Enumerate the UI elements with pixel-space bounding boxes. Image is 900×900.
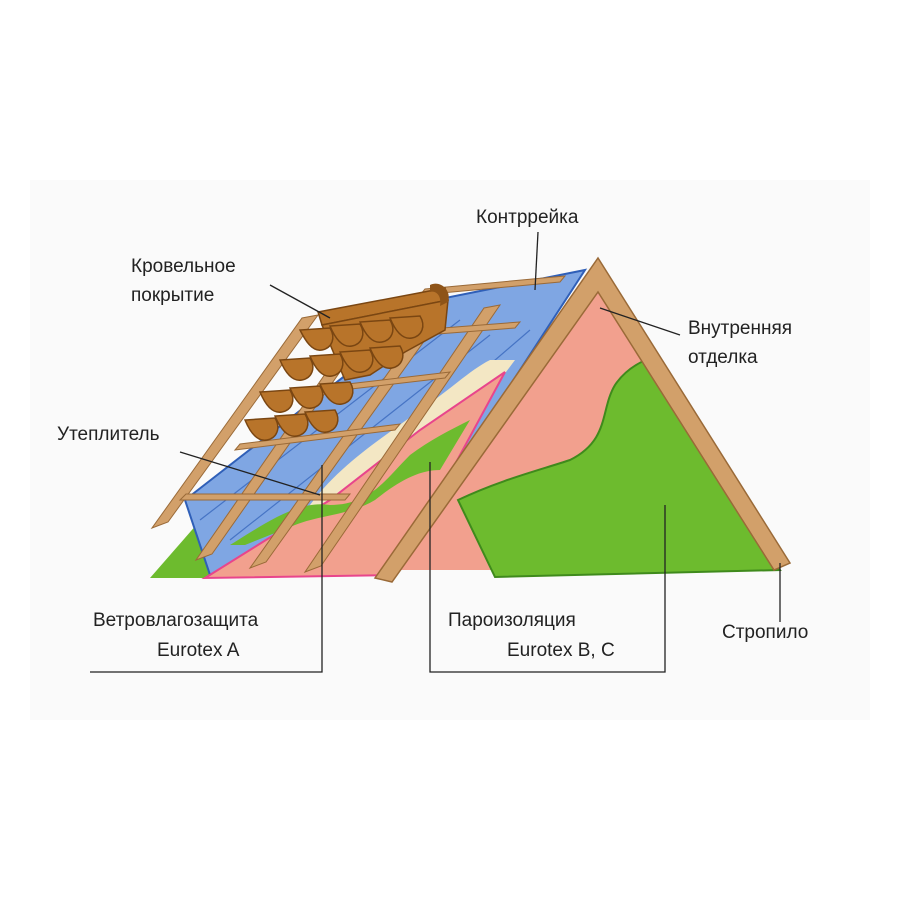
- leader-roof-covering: [269, 284, 331, 319]
- label-wind-barrier-line1: Ветровлагозащита: [93, 610, 259, 631]
- leader-wind-barrier: [90, 465, 323, 673]
- label-roof-covering-line1: Кровельное: [131, 256, 236, 277]
- label-rafter: Стропило: [722, 622, 808, 643]
- leader-insulation: [179, 451, 321, 496]
- leader-counter-batten: [534, 231, 539, 291]
- ridge-tile: [430, 283, 449, 306]
- leader-interior-finish: [599, 307, 681, 336]
- label-insulation: Утеплитель: [57, 424, 160, 445]
- label-counter-batten: Контррейка: [476, 207, 579, 228]
- leader-vapor-barrier: [429, 462, 666, 673]
- label-wind-barrier-line2: Eurotex A: [157, 640, 240, 661]
- front-rafter: [373, 256, 792, 583]
- green-gable: [456, 356, 782, 579]
- label-roof-covering-line2: покрытие: [131, 285, 214, 306]
- label-vapor-barrier-line1: Пароизоляция: [448, 610, 576, 631]
- label-vapor-barrier-line2: Eurotex B, C: [507, 640, 615, 661]
- label-interior-finish-line2: отделка: [688, 347, 758, 368]
- leader-lines: [90, 231, 781, 673]
- label-interior-finish-line1: Внутренняя: [688, 318, 792, 339]
